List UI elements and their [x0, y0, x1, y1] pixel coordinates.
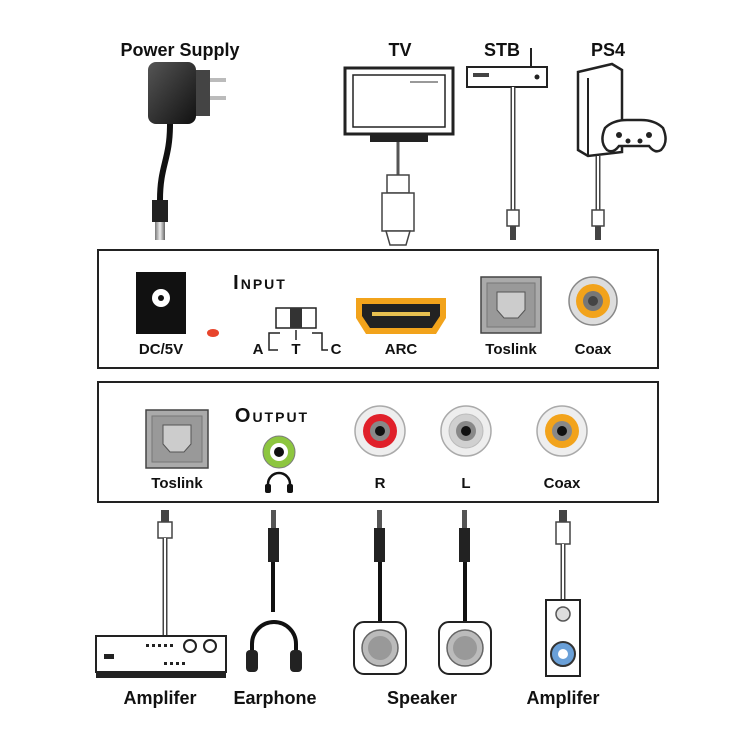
arc-label: ARC	[384, 341, 418, 358]
earphone-cable	[268, 510, 279, 612]
coax-cable	[555, 510, 571, 600]
toslink-cable	[157, 510, 173, 636]
headphone-jack	[262, 435, 296, 469]
speaker-icon	[438, 621, 492, 675]
subwoofer-icon	[545, 599, 581, 677]
tv-label: TV	[388, 40, 412, 60]
set-top-box-icon	[466, 48, 548, 240]
toslink-output-label: Toslink	[151, 475, 203, 492]
ps4-console-icon	[576, 62, 667, 240]
power-led	[207, 329, 219, 337]
tv-icon	[343, 66, 455, 246]
coax-output-label: Coax	[543, 475, 581, 492]
gamepad-icon	[601, 118, 667, 153]
coax-input-label: Coax	[574, 341, 612, 358]
speaker-icon	[353, 621, 407, 675]
amplifier-left-label: Amplifer	[123, 688, 197, 708]
input-selector-switch[interactable]	[268, 307, 328, 351]
power-supply-label: Power Supply	[120, 40, 240, 60]
switch-t-label: T	[291, 341, 301, 358]
switch-c-label: C	[330, 341, 342, 358]
coax-output-port	[536, 405, 588, 457]
speaker-cable-right	[374, 510, 385, 622]
amplifier-icon	[95, 635, 227, 678]
dc-power-jack	[136, 272, 186, 334]
amplifier-right-label: Amplifer	[526, 688, 600, 708]
wall-adapter-icon	[148, 62, 226, 240]
rca-right-port	[354, 405, 406, 457]
input-heading: Input	[233, 272, 287, 294]
rca-left-port	[440, 405, 492, 457]
ps4-label: PS4	[590, 40, 626, 60]
headphone-icon	[265, 471, 293, 493]
dc-5v-label: DC/5V	[138, 341, 184, 358]
speaker-cable-left	[459, 510, 470, 622]
switch-a-label: A	[252, 341, 264, 358]
earphone-label: Earphone	[233, 688, 317, 708]
output-heading: Output	[234, 405, 310, 427]
coax-input-port	[568, 276, 618, 326]
toslink-output-port	[145, 409, 209, 469]
hdmi-arc-port	[356, 298, 446, 334]
toslink-input-port	[480, 276, 542, 334]
stb-label: STB	[484, 40, 520, 60]
toslink-input-label: Toslink	[485, 341, 537, 358]
r-label: R	[374, 475, 386, 492]
earphone-icon	[246, 620, 302, 672]
l-label: L	[461, 475, 471, 492]
speaker-label: Speaker	[386, 688, 458, 708]
